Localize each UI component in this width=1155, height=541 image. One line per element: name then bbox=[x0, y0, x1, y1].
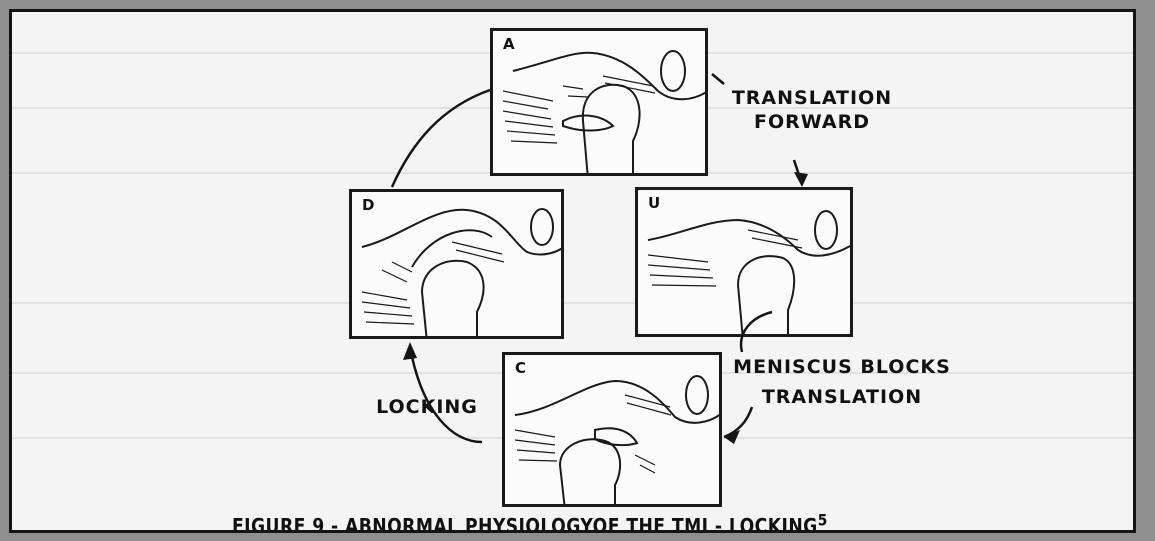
figure-caption-text: FIGURE 9 - ABNORMAL PHYSIOLOGYOF THE TMJ… bbox=[232, 514, 818, 533]
arrow-meniscus-to-b bbox=[741, 312, 772, 352]
figure-caption-superscript: 5 bbox=[818, 510, 828, 529]
arrow-locking-to-d bbox=[410, 347, 482, 442]
arrowhead-locking bbox=[403, 342, 417, 360]
figure-caption: FIGURE 9 - ABNORMAL PHYSIOLOGYOF THE TMJ… bbox=[232, 514, 828, 533]
arrows-layer bbox=[12, 12, 1136, 533]
figure-frame: A D bbox=[9, 9, 1136, 533]
arrowhead-forward bbox=[794, 172, 808, 187]
arc-d-to-a bbox=[392, 90, 490, 187]
arrow-translation bbox=[712, 74, 724, 84]
